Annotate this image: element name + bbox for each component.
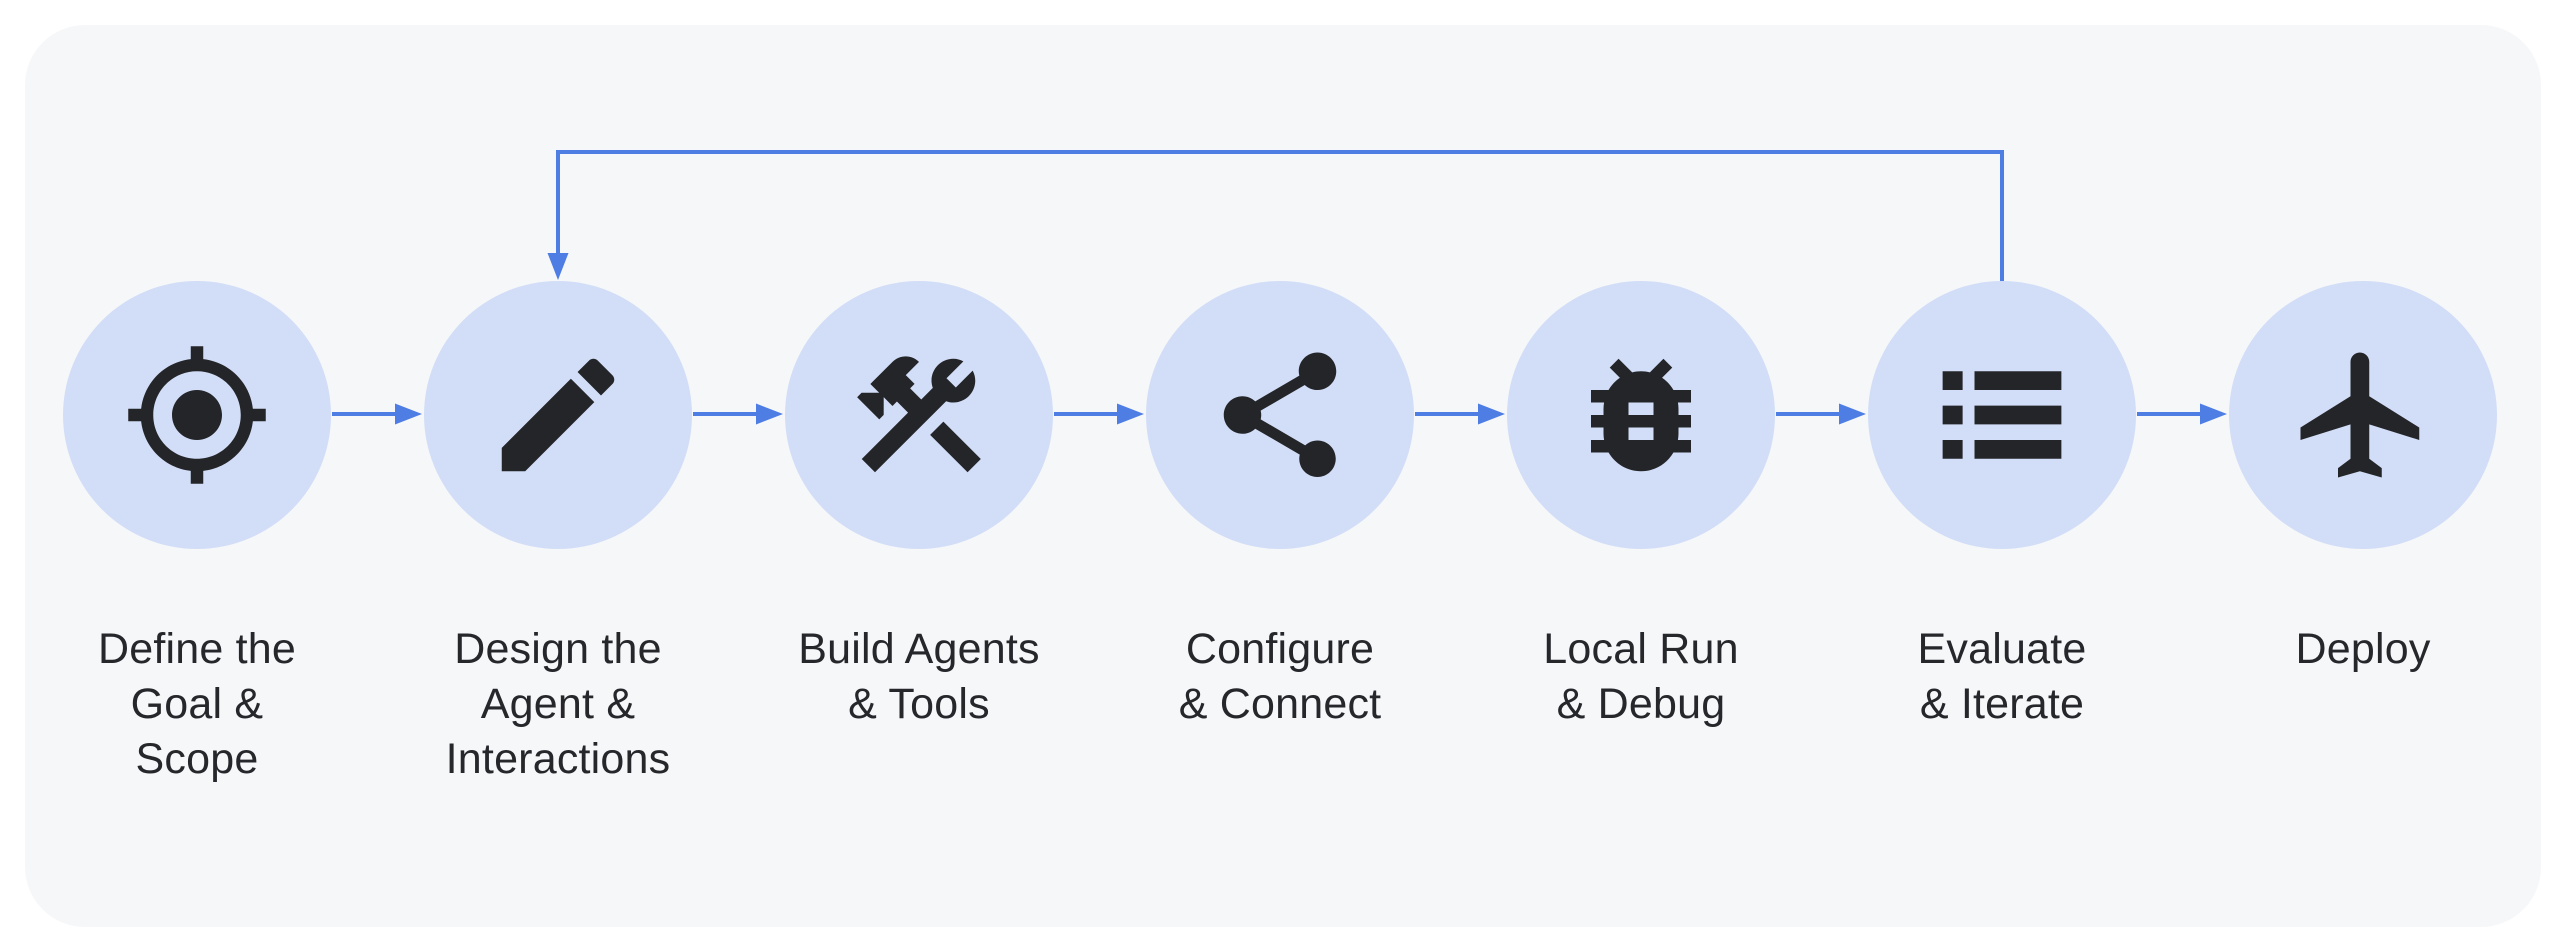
step-circle <box>1146 281 1414 549</box>
share-icon <box>1223 352 1337 477</box>
step-label: Configure & Connect <box>1178 625 1382 728</box>
step-circle <box>424 281 692 549</box>
tools-icon <box>857 356 981 473</box>
step-circle <box>2229 281 2497 549</box>
step-label: Evaluate & Iterate <box>1917 625 2087 728</box>
step-label: Deploy <box>2295 625 2431 673</box>
step-label: Design the Agent & Interactions <box>445 625 671 783</box>
step-label: Build Agents & Tools <box>798 625 1040 728</box>
target-icon <box>128 346 266 484</box>
step-label: Local Run & Debug <box>1543 625 1739 728</box>
airplane-icon <box>2300 352 2420 478</box>
step-circle <box>785 281 1053 549</box>
bug-icon <box>1591 358 1691 472</box>
step-circle <box>63 281 331 549</box>
step-circle <box>1868 281 2136 549</box>
step-label: Define the Goal & Scope <box>97 625 297 783</box>
list-icon <box>1942 371 2062 459</box>
step-circle <box>1507 281 1775 549</box>
pencil-icon <box>501 358 615 472</box>
